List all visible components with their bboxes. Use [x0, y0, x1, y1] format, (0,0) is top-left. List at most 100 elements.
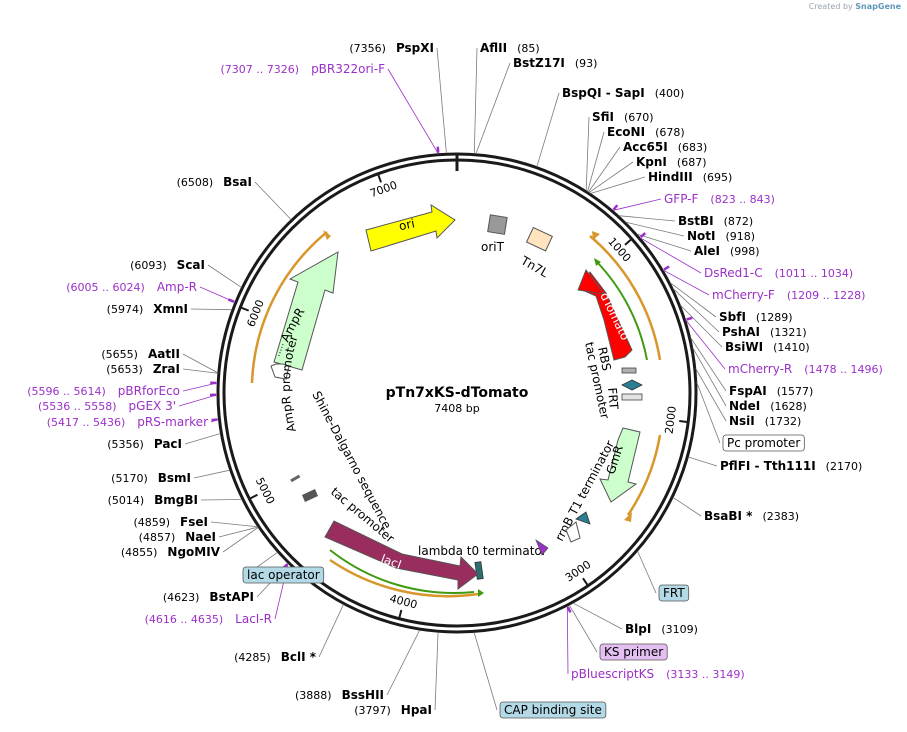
enzyme-label-bmgbi[interactable]: BmgBI(5014) — [108, 493, 198, 507]
primer-site-mark — [663, 265, 670, 271]
feature-label-lac-operator[interactable]: lac operator — [242, 566, 325, 584]
leader-line — [182, 368, 218, 374]
primer-site-mark — [612, 204, 619, 211]
primer-label-laci-r[interactable]: LacI-R (4616 .. 4635) — [145, 612, 272, 626]
scale-tick — [624, 238, 633, 246]
enzyme-label-aatii[interactable]: AatII(5655) — [101, 347, 180, 361]
feature-label-cap-binding-site[interactable]: CAP binding site — [499, 701, 607, 719]
primer-label-mcherry-f[interactable]: mCherry-F(1209 .. 1228) — [712, 288, 865, 302]
orit-label: oriT — [481, 240, 505, 254]
enzyme-label-bsabi[interactable]: BsaBI *(2383) — [704, 509, 799, 523]
leader-line — [696, 382, 721, 444]
primer-label-mcherry-r[interactable]: mCherry-R(1478 .. 1496) — [728, 362, 883, 376]
primer-label-pbr322ori-f[interactable]: pBR322ori-F(7307 .. 7326) — [221, 62, 386, 76]
enzyme-label-fsei[interactable]: FseI(4859) — [133, 515, 208, 529]
ampr-promoter-arrow — [270, 363, 290, 380]
enzyme-label-alei[interactable]: AleI(998) — [694, 244, 760, 258]
enzyme-label-pshai[interactable]: PshAI (1321) — [722, 325, 807, 339]
feature-gmr: GmR — [599, 427, 641, 503]
rbs-mark — [621, 367, 637, 374]
site-name: FseI — [180, 515, 208, 529]
leader-line — [680, 304, 723, 348]
enzyme-label-ngomiv[interactable]: NgoMIV(4855) — [121, 545, 221, 559]
feature-label-pc-promoter[interactable]: Pc promoter — [722, 434, 805, 452]
enzyme-label-sbfi[interactable]: SbfI(1289) — [719, 310, 793, 324]
enzyme-label-noti[interactable]: NotI(918) — [687, 229, 755, 243]
leader-line — [190, 308, 232, 311]
feature-box — [242, 566, 325, 584]
site-name: mCherry-F — [712, 288, 775, 302]
gmr-arc-arrowhead — [624, 512, 632, 522]
enzyme-label-bstapi[interactable]: BstAPI(4623) — [163, 590, 254, 604]
enzyme-label-acc65i[interactable]: Acc65I(683) — [623, 140, 707, 154]
primer-label-gfp-f[interactable]: GFP-F(823 .. 843) — [664, 192, 775, 206]
enzyme-label-bcli[interactable]: BclI *(4285) — [234, 650, 317, 664]
enzyme-label-pflfi-tth111i[interactable]: PflFI - Tth111I(2170) — [720, 459, 862, 473]
enzyme-label-hindiii[interactable]: HindIII(695) — [648, 170, 732, 184]
enzyme-label-bsiwi[interactable]: BsiWI(1410) — [725, 340, 810, 354]
laci-arc-arrowhead — [478, 589, 484, 597]
enzyme-label-pspxi[interactable]: PspXI(7356) — [349, 41, 434, 55]
site-position: (3797) — [354, 704, 391, 717]
feature-ampr: AmpR ..... — [272, 251, 339, 371]
feature-box — [658, 584, 690, 602]
site-name: pBRforEco — [118, 384, 180, 398]
enzyme-label-scai[interactable]: ScaI(6093) — [130, 258, 205, 272]
site-position: (4616 .. 4635) — [145, 613, 224, 626]
feature-label-ks-primer[interactable]: KS primer — [599, 643, 668, 661]
enzyme-label-bstz17i[interactable]: BstZ17I(93) — [513, 56, 597, 70]
enzyme-label-fspai[interactable]: FspAI(1577) — [729, 384, 813, 398]
primer-label-amp-r[interactable]: Amp-R(6005 .. 6024) — [66, 280, 197, 294]
feature-label-frt[interactable]: FRT — [658, 584, 690, 602]
enzyme-label-naei[interactable]: NaeI(4857) — [139, 530, 216, 544]
site-name: FspAI — [729, 384, 767, 398]
site-position: (5596 .. 5614) — [27, 385, 106, 398]
enzyme-label-bstbi[interactable]: BstBI(872) — [678, 214, 753, 228]
primer-label-pbrforeco[interactable]: pBRforEco (5596 .. 5614) — [27, 384, 180, 398]
leader-line — [587, 131, 605, 192]
enzyme-label-bsshii[interactable]: BssHII(3888) — [295, 688, 384, 702]
enzyme-label-hpai[interactable]: HpaI(3797) — [354, 703, 432, 717]
enzyme-label-nsii[interactable]: NsiI(1732) — [729, 414, 801, 428]
leader-line — [473, 632, 498, 711]
leader-line — [318, 604, 344, 658]
site-position: (670) — [624, 111, 654, 124]
site-position: (1410) — [773, 341, 810, 354]
site-name: AleI — [694, 244, 720, 258]
site-position: (1321) — [770, 326, 807, 339]
site-name: NsiI — [729, 414, 755, 428]
site-position: (6005 .. 6024) — [66, 281, 145, 294]
scale-label: 1000 — [605, 235, 633, 265]
feature-rbs: RBS — [595, 346, 637, 374]
feature-lambda-t0: lambda t0 terminator — [418, 544, 547, 580]
site-name: NgoMIV — [167, 545, 220, 559]
enzyme-label-bsmi[interactable]: BsmI(5170) — [111, 471, 191, 485]
enzyme-label-kpni[interactable]: KpnI(687) — [636, 155, 707, 169]
enzyme-label-econi[interactable]: EcoNI(678) — [607, 125, 685, 139]
leader-line — [536, 92, 560, 167]
primer-label-pgex-3[interactable]: pGEX 3'(5536 .. 5558) — [38, 399, 176, 413]
site-name: LacI-R — [235, 612, 272, 626]
leader-line — [568, 604, 598, 653]
enzyme-label-zrai[interactable]: ZraI(5653) — [106, 362, 180, 376]
primer-label-dsred1-c[interactable]: DsRed1-C(1011 .. 1034) — [704, 266, 853, 280]
primer-label-pbluescriptks[interactable]: pBluescriptKS(3133 .. 3149) — [571, 667, 745, 681]
enzyme-label-ndei[interactable]: NdeI(1628) — [729, 399, 807, 413]
orf-arc-dtomato — [589, 235, 662, 361]
enzyme-label-aflii[interactable]: AflII(85) — [480, 41, 540, 55]
enzyme-label-sfii[interactable]: SfiI(670) — [592, 110, 654, 124]
enzyme-label-bsai[interactable]: BsaI(6508) — [177, 175, 252, 189]
site-name: PshAI — [722, 325, 760, 339]
leader-line — [566, 606, 569, 675]
shine-dalgarno-mark — [290, 474, 301, 483]
enzyme-label-xmni[interactable]: XmnI(5974) — [107, 302, 188, 316]
site-name: BstBI — [678, 214, 714, 228]
leader-line — [585, 116, 590, 191]
enzyme-label-bspqi-sapi[interactable]: BspQI - SapI(400) — [562, 86, 684, 100]
site-position: (85) — [517, 42, 540, 55]
tac-promoter-left-mark — [302, 489, 318, 502]
enzyme-label-blpi[interactable]: BlpI(3109) — [625, 622, 698, 636]
enzyme-label-paci[interactable]: PacI(5356) — [107, 437, 182, 451]
primer-label-prs-marker[interactable]: pRS-marker(5417 .. 5436) — [47, 415, 208, 429]
site-name: BmgBI — [154, 493, 198, 507]
